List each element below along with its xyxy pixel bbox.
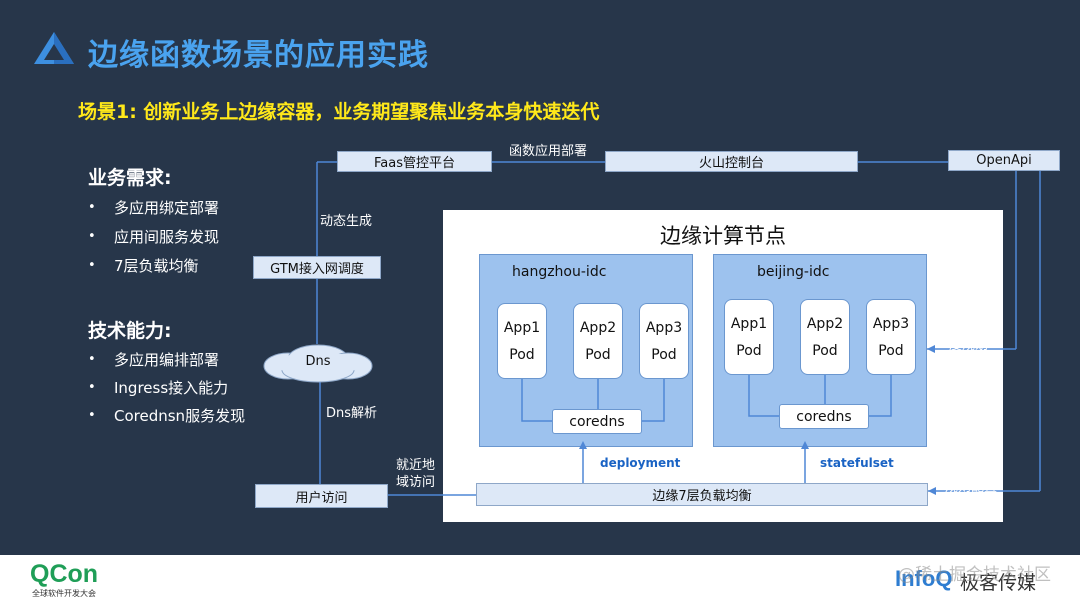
slide: 边缘函数场景的应用实践 场景1: 创新业务上边缘容器，业务期望聚焦业务本身快速迭… xyxy=(34,32,1060,522)
capabilities-heading: 技术能力: xyxy=(88,320,172,342)
app-label: App1 xyxy=(503,319,541,336)
faas-platform-box: Faas管控平台 xyxy=(337,151,492,172)
user-access-box: 用户访问 xyxy=(255,484,388,508)
app-label: App3 xyxy=(872,315,910,332)
footer xyxy=(0,555,1080,602)
app-label: App2 xyxy=(806,315,844,332)
dns-cloud-icon xyxy=(263,344,373,383)
coredns-box: coredns xyxy=(552,409,642,434)
infoq-cn-label: 极客传媒 xyxy=(960,572,1037,594)
bullet-dot: • xyxy=(88,380,96,395)
pod-box: App3 Pod xyxy=(866,299,916,375)
lb-rule-label-2: 规则配置 xyxy=(945,480,998,495)
nearby-label-2: 域访问 xyxy=(396,475,436,490)
qcon-logo: QCon xyxy=(30,560,99,588)
pod-label: Pod xyxy=(736,342,762,359)
watermark: @稀土掘金技术社区 xyxy=(898,565,1051,585)
requirements-heading: 业务需求: xyxy=(88,167,172,189)
statefulset-label: statefulset xyxy=(820,456,894,470)
infoq-logo: InfoQ xyxy=(895,566,953,591)
page-title: 边缘函数场景的应用实践 xyxy=(88,38,429,73)
pod-box: App1 Pod xyxy=(497,303,547,379)
volcano-console-box: 火山控制台 xyxy=(605,151,858,172)
coredns-box: coredns xyxy=(779,404,869,429)
pod-label: Pod xyxy=(585,346,611,363)
requirement-item: 多应用绑定部署 xyxy=(114,199,220,217)
bullet-dot: • xyxy=(88,200,96,215)
pod-box: App2 Pod xyxy=(573,303,623,379)
lb-rule-label-1: 负载均衡 xyxy=(945,463,998,478)
requirement-item: 应用间服务发现 xyxy=(114,228,220,246)
dynamic-gen-label: 动态生成 xyxy=(320,214,373,229)
dns-resolve-label: Dns解析 xyxy=(326,406,378,421)
pod-label: Pod xyxy=(651,346,677,363)
app-label: App2 xyxy=(579,319,617,336)
deployment-label: deployment xyxy=(600,456,681,470)
pod-label: Pod xyxy=(812,342,838,359)
app-label: App3 xyxy=(645,319,683,336)
openapi-box: OpenApi xyxy=(948,150,1060,171)
edge-node-title: 边缘计算节点 xyxy=(660,224,786,248)
scene-subtitle: 场景1: 创新业务上边缘容器，业务期望聚焦业务本身快速迭代 xyxy=(78,101,600,123)
capability-item: Corednsn服务发现 xyxy=(114,407,246,425)
bullet-dot: • xyxy=(88,258,96,273)
bullet-dot: • xyxy=(88,229,96,244)
pod-label: Pod xyxy=(509,346,535,363)
app-label: App1 xyxy=(730,315,768,332)
schedule-label-1: 按需调 xyxy=(949,321,989,336)
function-deploy-label: 函数应用部署 xyxy=(509,144,588,159)
l7-load-balancer-box: 边缘7层负载均衡 xyxy=(476,483,928,506)
dns-label: Dns xyxy=(305,354,331,369)
gtm-box: GTM接入网调度 xyxy=(253,256,381,279)
idc-name: hangzhou-idc xyxy=(512,264,607,280)
logo-triangle-icon xyxy=(34,32,74,64)
bullet-dot: • xyxy=(88,352,96,367)
nearby-label-1: 就近地 xyxy=(396,458,436,473)
pod-box: App1 Pod xyxy=(724,299,774,375)
pod-box: App3 Pod xyxy=(639,303,689,379)
capability-item: 多应用编排部署 xyxy=(114,351,220,369)
qcon-subtitle: 全球软件开发大会 xyxy=(32,589,96,598)
connector-lines xyxy=(316,158,1041,499)
pod-label: Pod xyxy=(878,342,904,359)
idc-name: beijing-idc xyxy=(757,264,830,280)
schedule-label-2: 度规划 xyxy=(949,338,989,353)
capability-item: Ingress接入能力 xyxy=(114,379,229,397)
bullet-dot: • xyxy=(88,408,96,423)
requirement-item: 7层负载均衡 xyxy=(114,257,199,275)
pod-box: App2 Pod xyxy=(800,299,850,375)
